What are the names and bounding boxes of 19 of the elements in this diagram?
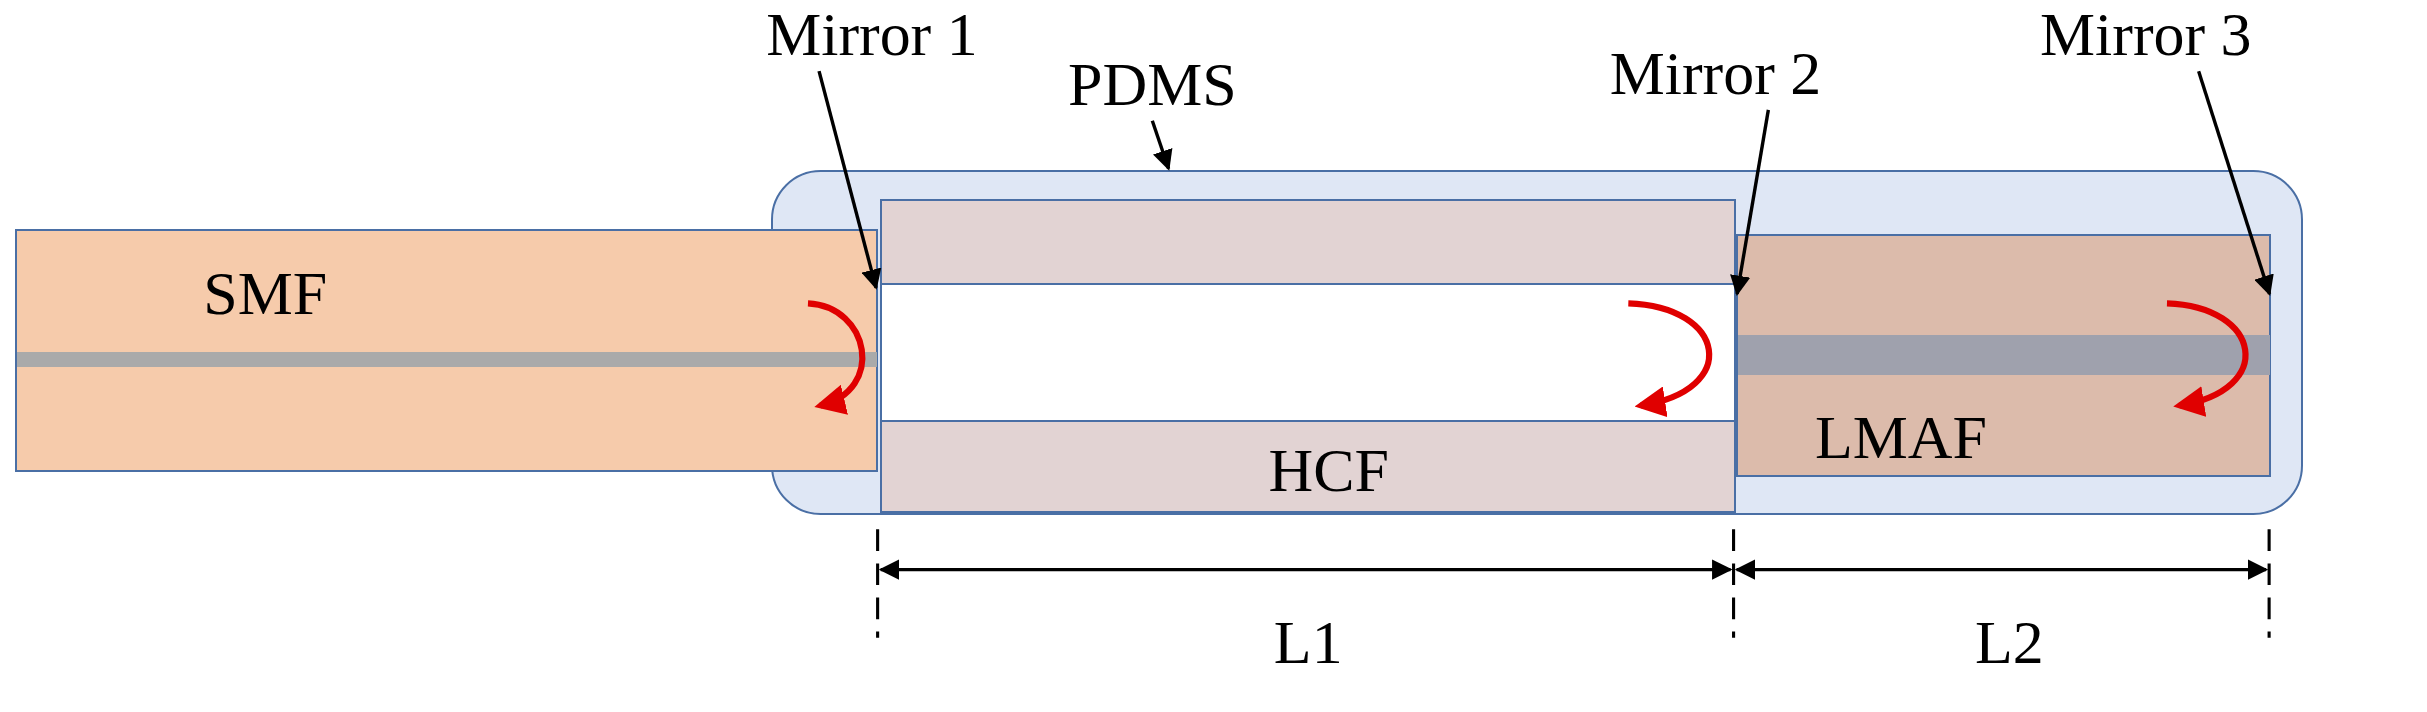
mirror-label: Mirror 3 <box>2040 0 2252 69</box>
fiber-segment <box>1735 234 2272 478</box>
hollow-core-fiber <box>879 198 1736 513</box>
fiber-label: SMF <box>203 258 328 328</box>
fiber-label: LMAF <box>1814 403 1987 472</box>
mirror-label: Mirror 2 <box>1609 38 1822 107</box>
fiber-core <box>17 351 877 368</box>
fiber-segment <box>15 229 878 473</box>
leader-line <box>2197 70 2274 297</box>
mirror-label: Mirror 1 <box>766 0 978 69</box>
coating-layer <box>770 170 2304 516</box>
leader-line <box>817 70 882 290</box>
dimension-label: L2 <box>1975 608 2044 677</box>
leader-line <box>1150 120 1173 171</box>
fiber-label: HCF <box>1268 435 1389 504</box>
material-label: PDMS <box>1068 49 1237 118</box>
leader-line <box>1730 109 1771 297</box>
dimension-label: L1 <box>1273 608 1343 677</box>
fiber-core <box>1737 335 2270 376</box>
